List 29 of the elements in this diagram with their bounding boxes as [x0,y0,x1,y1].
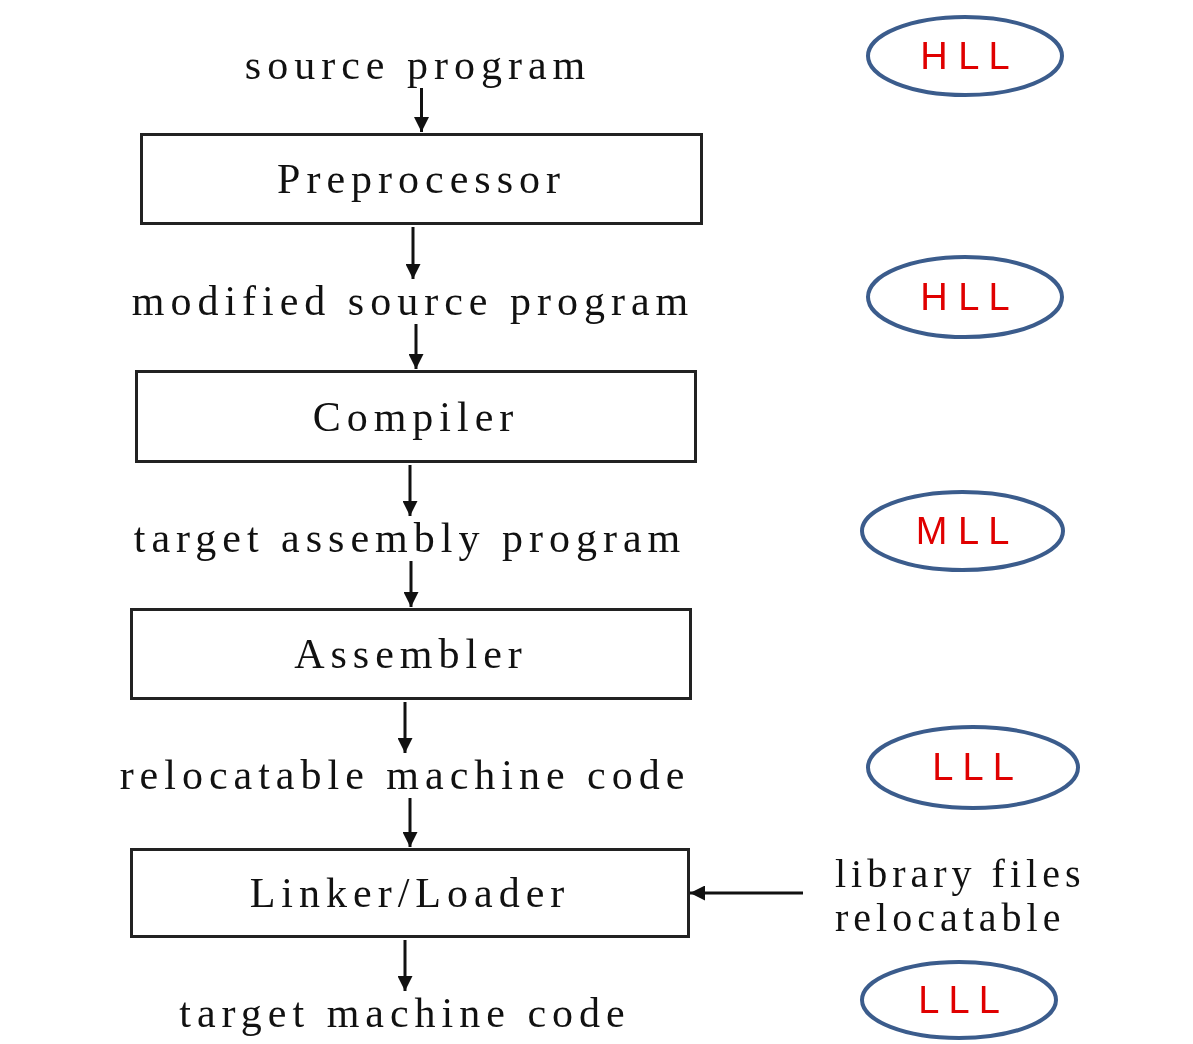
language-level-ellipse [860,490,1065,572]
process-box: Compiler [135,370,697,463]
arrow [402,798,418,847]
data-label: target assembly program [133,517,687,559]
language-level-ellipse [866,15,1064,97]
language-level-ellipse [866,255,1064,339]
data-label: modified source program [131,280,695,322]
language-level-ellipse [860,960,1058,1040]
process-box: Preprocessor [140,133,703,225]
arrow [402,465,418,516]
arrow [408,324,424,369]
data-label: source program [244,44,592,86]
process-box: Assembler [130,608,692,700]
arrow [414,88,429,132]
data-label: relocatable machine code [119,754,691,796]
process-box: Linker/Loader [130,848,690,938]
arrow [690,885,803,901]
level-label: H L L [920,34,1010,78]
arrow [397,702,413,753]
level-label: M L L [915,509,1010,553]
arrow [403,561,419,607]
data-label: target machine code [179,992,631,1034]
language-level-ellipse [866,725,1080,810]
level-label: H L L [920,275,1010,319]
input-label: library files relocatable [835,852,1193,940]
level-label: L L L [918,978,1000,1022]
arrow [405,227,421,279]
arrow [397,940,413,991]
level-label: L L L [932,746,1014,789]
